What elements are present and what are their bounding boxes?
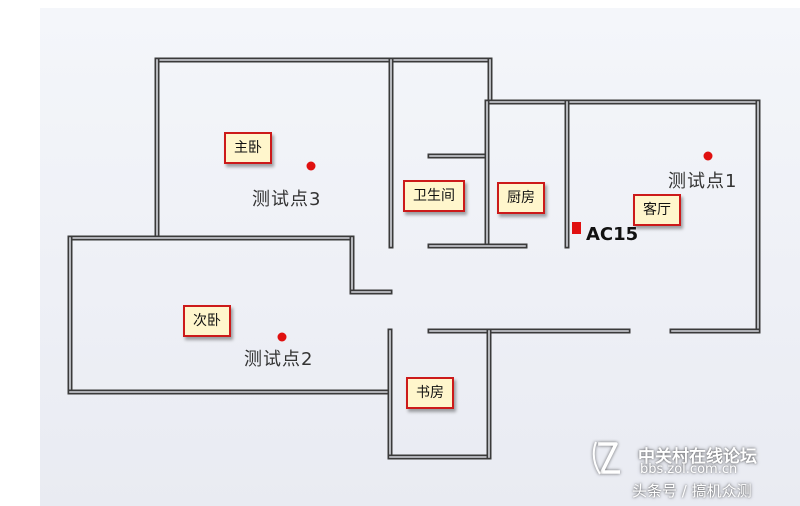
room-label-bathroom: 卫生间 — [403, 180, 465, 212]
test-point-2-marker — [277, 332, 287, 342]
room-label-second-bedroom: 次卧 — [183, 305, 231, 337]
background-panel — [40, 8, 800, 506]
watermark-logo-icon — [592, 441, 620, 475]
test-point-1-marker — [703, 151, 713, 161]
router-marker — [572, 222, 581, 234]
wall-lines — [67, 57, 761, 460]
test-point-3-label: 测试点3 — [252, 189, 322, 210]
room-label-study: 书房 — [406, 377, 454, 409]
test-point-3-marker — [306, 161, 316, 171]
watermark-site: 中关村在线论坛 — [638, 447, 757, 467]
room-label-living-room: 客厅 — [633, 194, 681, 226]
watermark-url: bbs.zol.com.cn — [640, 462, 738, 477]
router-label: AC15 — [586, 224, 639, 245]
test-point-2-label: 测试点2 — [244, 349, 314, 370]
watermark-source: 头条号 / 搞机众测 — [632, 482, 752, 500]
room-label-master-bedroom: 主卧 — [224, 132, 272, 164]
room-label-kitchen: 厨房 — [497, 182, 545, 214]
test-point-1-label: 测试点1 — [668, 171, 738, 192]
